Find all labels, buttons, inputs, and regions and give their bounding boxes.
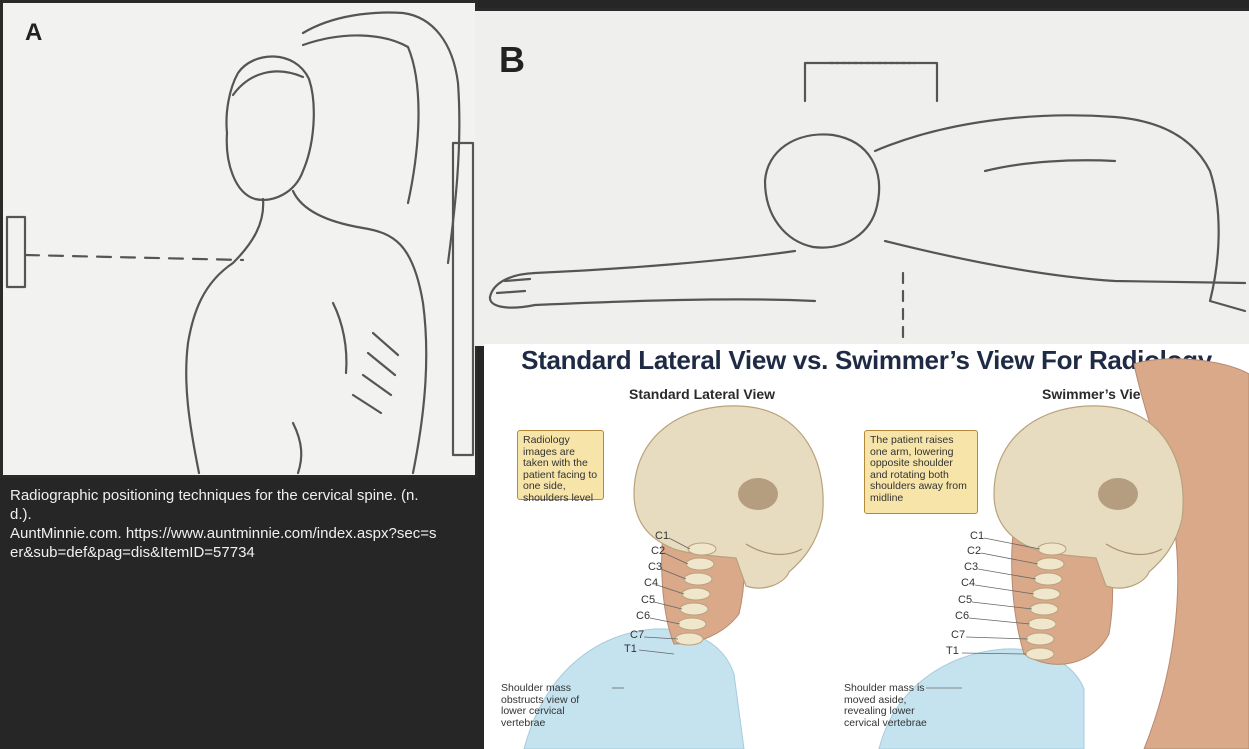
label-c5-left: C5 <box>641 594 655 606</box>
callout-standard-lateral: Radiology images are taken with the pati… <box>517 430 604 500</box>
note-swimmers-view: Shoulder mass is moved aside, revealing … <box>844 683 939 729</box>
patient-prone-illustration <box>475 11 1249 346</box>
label-c2-left: C2 <box>651 545 665 557</box>
label-c6-left: C6 <box>636 610 650 622</box>
label-c1-left: C1 <box>655 530 669 542</box>
citation-line-2: AuntMinnie.com. https://www.auntminnie.c… <box>10 524 440 562</box>
patient-upright-illustration <box>3 3 475 475</box>
label-c4-right: C4 <box>961 577 975 589</box>
citation-text: Radiographic positioning techniques for … <box>10 486 440 562</box>
label-c6-right: C6 <box>955 610 969 622</box>
note-standard-lateral: Shoulder mass obstructs view of lower ce… <box>501 683 596 729</box>
label-c1-right: C1 <box>970 530 984 542</box>
citation-line-1: Radiographic positioning techniques for … <box>10 486 440 524</box>
label-c2-right: C2 <box>967 545 981 557</box>
label-c7-left: C7 <box>630 629 644 641</box>
comparison-infographic: Standard Lateral View vs. Swimmer’s View… <box>484 344 1249 749</box>
label-c7-right: C7 <box>951 629 965 641</box>
panel-b-sketch: B <box>475 8 1249 346</box>
panel-a-sketch: A <box>0 0 478 478</box>
label-t1-right: T1 <box>946 645 959 657</box>
callout-swimmers-view: The patient raises one arm, lowering opp… <box>864 430 978 514</box>
label-c5-right: C5 <box>958 594 972 606</box>
label-c3-right: C3 <box>964 561 978 573</box>
label-t1-left: T1 <box>624 643 637 655</box>
label-c3-left: C3 <box>648 561 662 573</box>
label-c4-left: C4 <box>644 577 658 589</box>
